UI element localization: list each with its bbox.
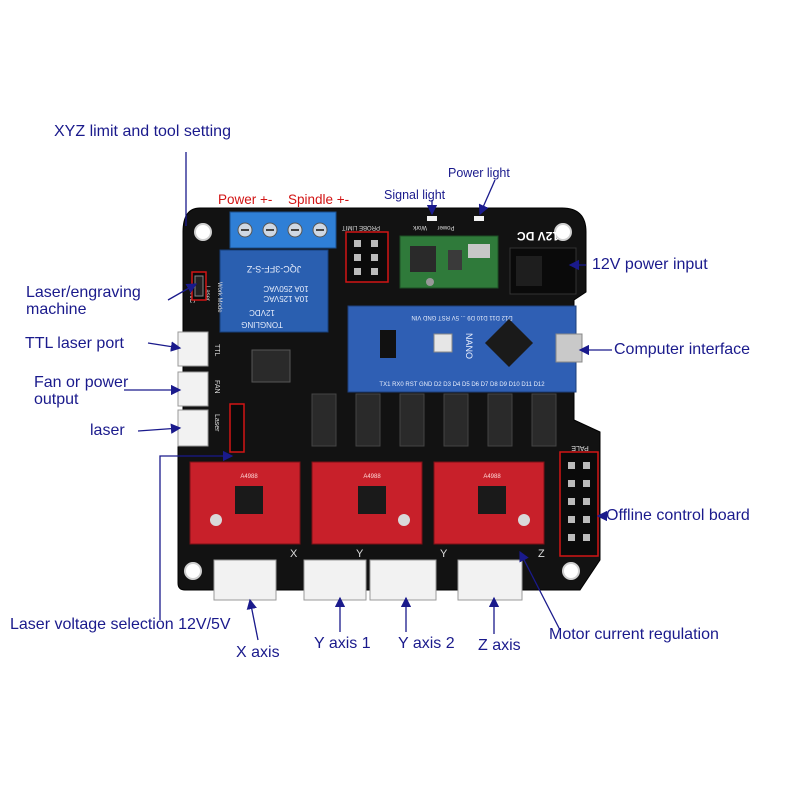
mount-hole-br <box>562 562 580 580</box>
axis-x-text: X <box>290 548 298 560</box>
mount-hole-tl <box>194 223 212 241</box>
power-led-text: Power <box>437 224 454 230</box>
laser-voltage-label: Laser voltage selection 12V/5V <box>10 616 231 633</box>
xyz-limit-label: XYZ limit and tool setting <box>54 123 231 140</box>
laser-engraving-label-1: Laser/engraving <box>26 284 141 301</box>
fan-power-label-2: output <box>34 391 79 408</box>
motor-current-label: Motor current regulation <box>549 626 719 643</box>
power-input-label: 12V power input <box>592 256 708 273</box>
laser-port-text: Laser <box>213 414 220 432</box>
driver-x: A4988 <box>189 461 301 545</box>
x-axis-label: X axis <box>236 644 280 661</box>
driver-y1-chip: A4988 <box>363 474 381 480</box>
work-led-text: Work <box>412 224 427 230</box>
driver-y1: A4988 <box>311 461 423 545</box>
signal-led <box>427 216 437 221</box>
axis-y1-text: Y <box>356 548 364 560</box>
fan-connector: FAN <box>177 371 220 407</box>
fan-power-label-1: Fan or power <box>34 374 129 391</box>
laser-voltage-jumper <box>229 403 245 453</box>
dc-jack: 12V DC <box>509 229 577 295</box>
laser-label: laser <box>90 422 125 439</box>
component-row <box>311 393 557 447</box>
work-mode-text: Work Mode <box>216 282 222 313</box>
y-axis-2-label: Y axis 2 <box>398 635 455 652</box>
motor-connectors <box>213 559 523 601</box>
spindle-terminal-label: Spindle +- <box>288 192 350 207</box>
ttl-connector: TTL <box>177 331 220 367</box>
axis-z-text: Z <box>538 548 545 560</box>
mount-hole-tr <box>554 223 572 241</box>
relay-rating-2: 10A 125VAC <box>263 294 308 303</box>
nano-name: NANO <box>464 333 474 359</box>
y-axis-1-label: Y axis 1 <box>314 635 371 652</box>
signal-light-label: Signal light <box>384 188 446 202</box>
laser-engraving-label-2: machine <box>26 301 87 318</box>
relay-rating-1: 10A 250VAC <box>263 284 308 293</box>
laser-mode-text: Laser <box>204 286 210 301</box>
offline-control-label: Offline control board <box>606 507 750 524</box>
relay-coil: 12VDC <box>249 308 275 317</box>
computer-interface-label: Computer interface <box>614 341 751 358</box>
pale-text: PALE <box>571 444 589 451</box>
buck-converter <box>399 235 499 289</box>
limit-header: PROBE LIMIT <box>342 224 389 283</box>
dc-text: 12V DC <box>517 229 559 243</box>
power-terminal-label: Power +- <box>218 192 273 207</box>
nano-pins-top: D12 D11 D10 D9 ... 5V RST GND VIN <box>411 314 512 320</box>
offline-header: PALE <box>559 444 599 557</box>
probe-limit-text: PROBE LIMIT <box>342 224 380 230</box>
arduino-nano: D12 D11 D10 D9 ... 5V RST GND VIN TX1 RX… <box>347 305 583 393</box>
power-led <box>474 216 484 221</box>
nano-pins-bottom: TX1 RX0 RST GND D2 D3 D4 D5 D6 D7 D8 D9 … <box>379 382 545 388</box>
laser-connector: Laser <box>177 409 220 447</box>
ttl-text: TTL <box>213 344 220 357</box>
terminal-block <box>229 211 337 249</box>
ttl-laser-port-label: TTL laser port <box>25 335 124 352</box>
relay-model: JQC-3FF-S-Z <box>246 264 301 274</box>
z-axis-label: Z axis <box>478 637 521 654</box>
driver-x-chip: A4988 <box>240 474 258 480</box>
status-leds: Work Power <box>412 216 484 230</box>
relay: JQC-3FF-S-Z 10A 250VAC 10A 125VAC 12VDC … <box>219 249 329 333</box>
voltage-regulator <box>251 349 291 383</box>
power-light-label: Power light <box>448 166 510 180</box>
axis-y2-text: Y <box>440 548 448 560</box>
relay-brand: TONGLING <box>241 320 283 329</box>
driver-z-chip: A4988 <box>483 474 501 480</box>
mount-hole-bl <box>184 562 202 580</box>
fan-text: FAN <box>213 380 220 394</box>
leader-lines <box>124 152 612 641</box>
driver-z: A4988 <box>433 461 545 545</box>
